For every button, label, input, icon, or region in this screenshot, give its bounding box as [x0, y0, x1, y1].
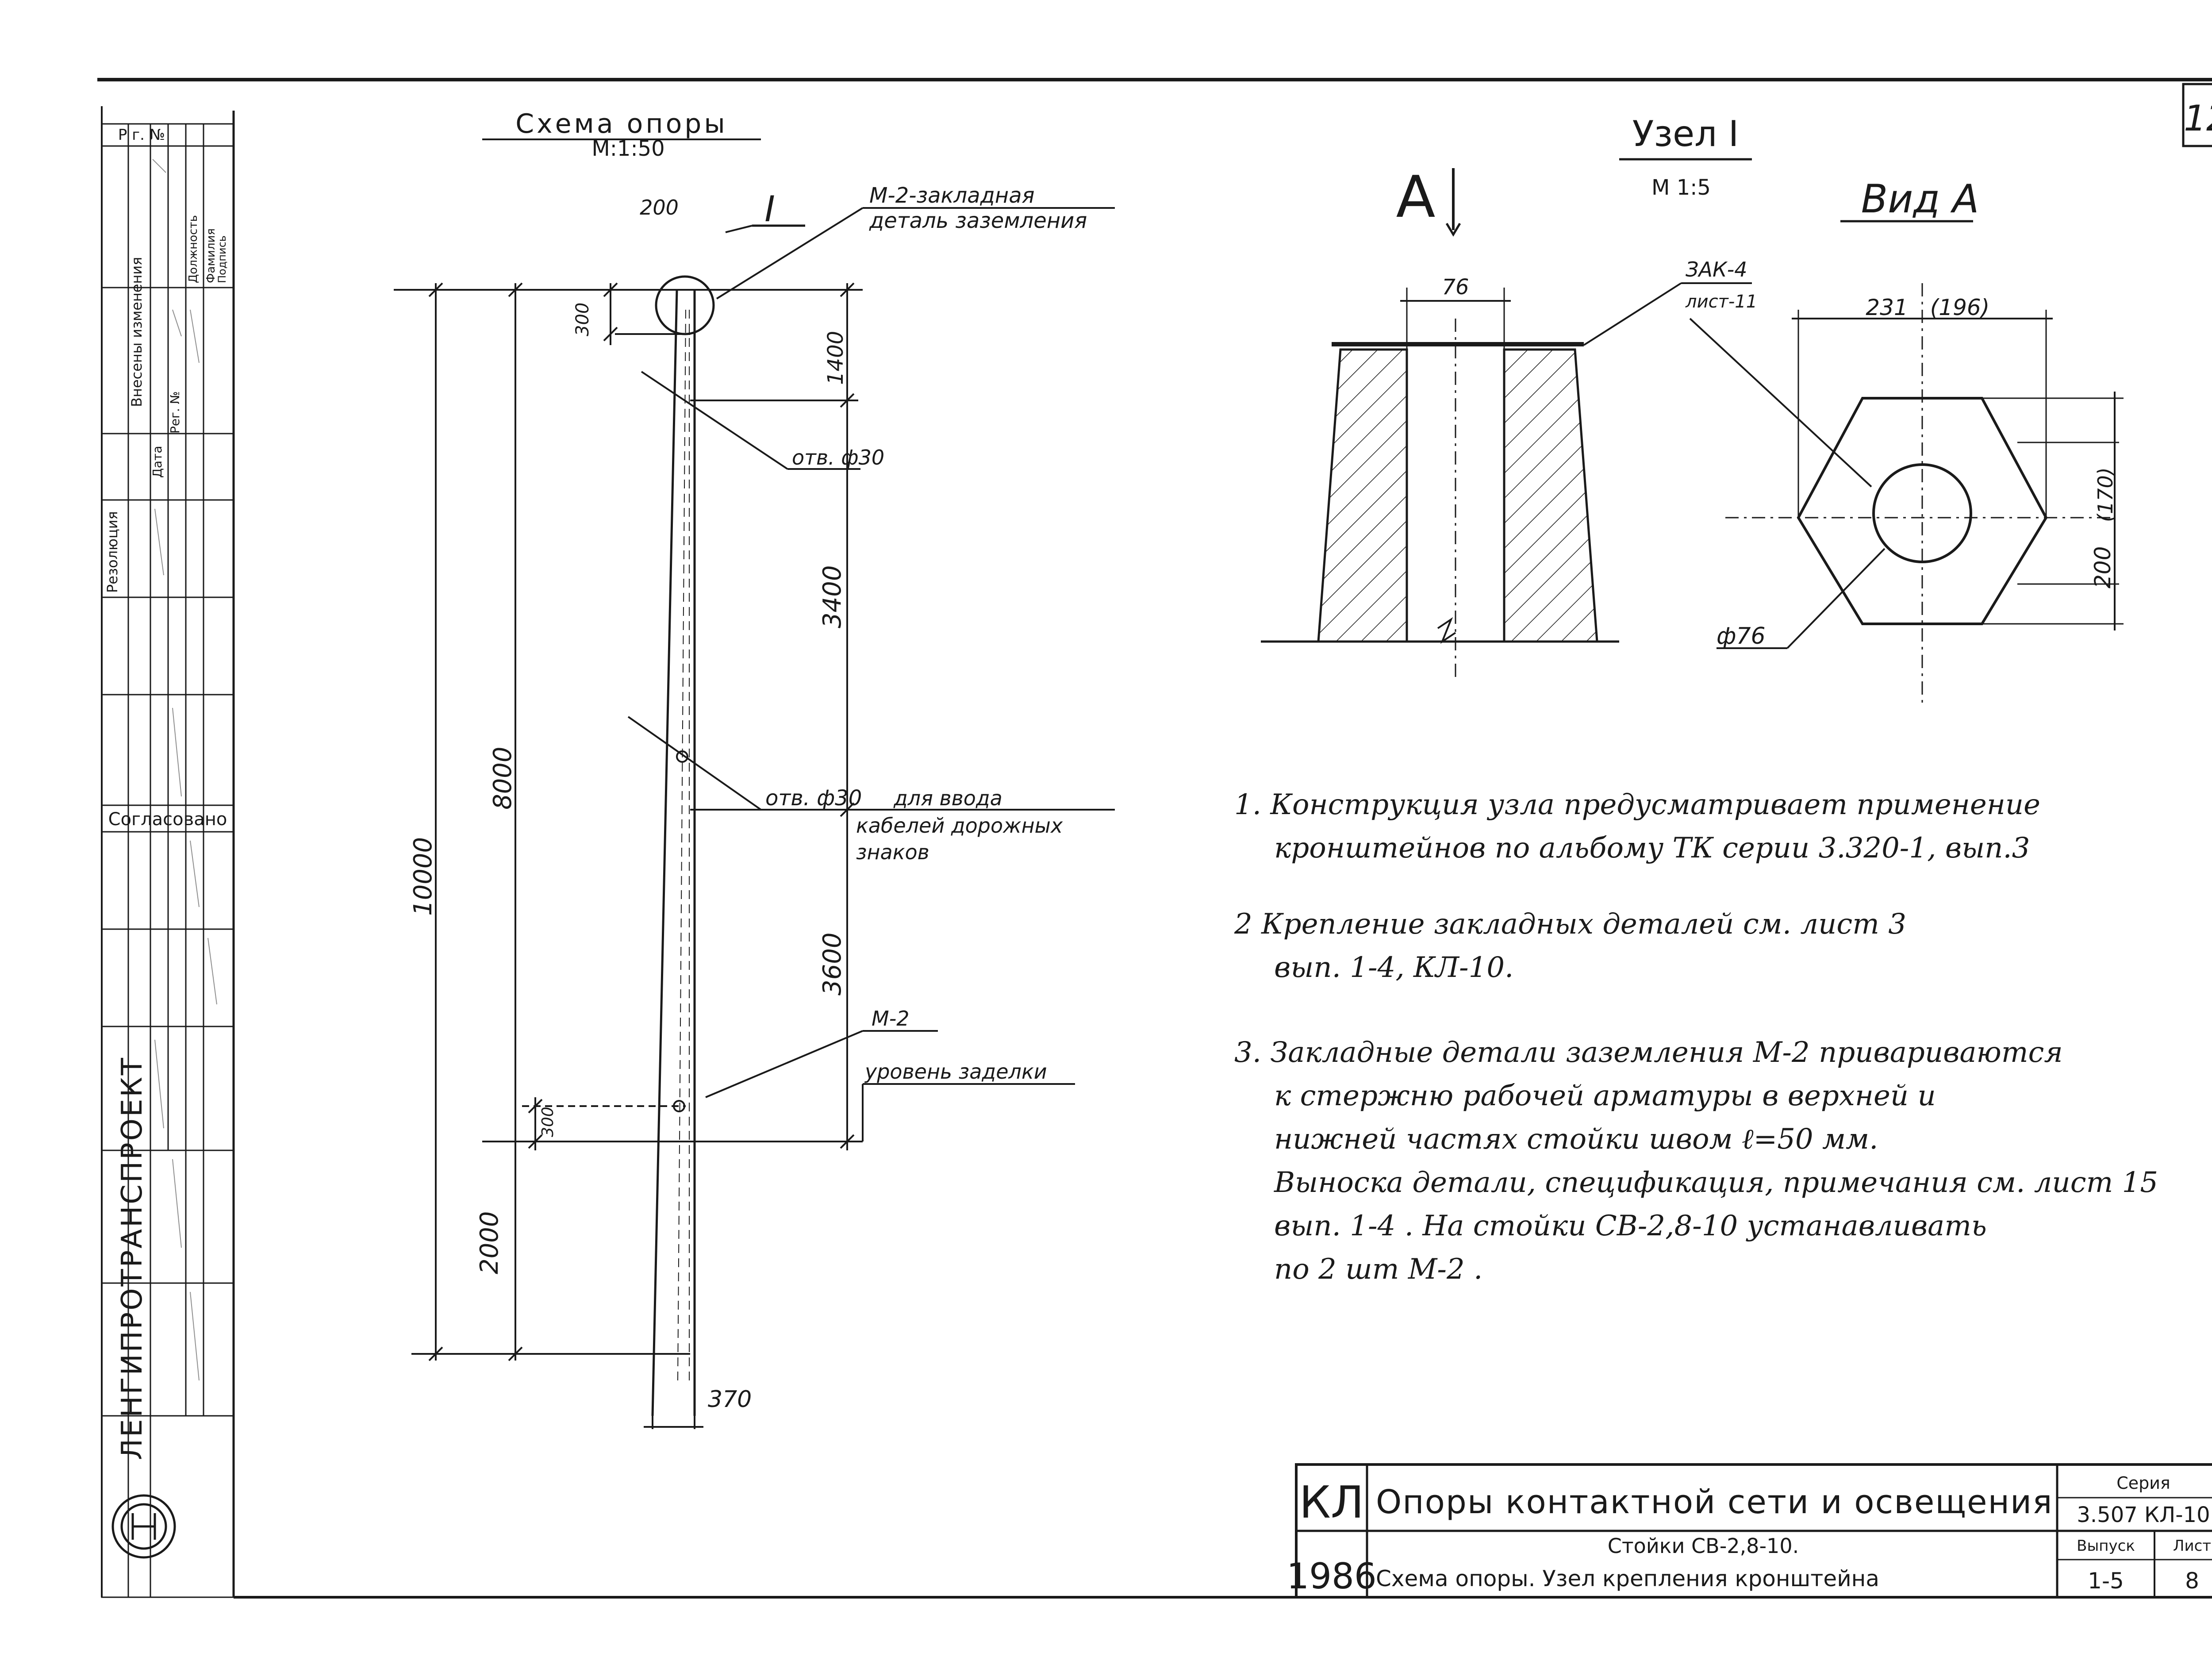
dim-300-top: 300: [572, 303, 593, 336]
embed-level: уровень заделки: [864, 1060, 1047, 1084]
callout-m2-bottom: М-2: [872, 1007, 910, 1030]
stamp-col-resolution: Резолюция: [104, 511, 121, 593]
title-code: КЛ: [1299, 1476, 1364, 1528]
pole-scheme: Схема опоры М:1:50: [394, 108, 1115, 1429]
page-number: 12: [2184, 98, 2212, 139]
dim-2000: 2000: [475, 1211, 504, 1274]
stamp-col-signature: Подпись: [216, 235, 228, 283]
note-3: 3. Закладные детали заземления М-2 прива…: [1234, 1031, 2212, 1291]
pole-scheme-scale: М:1:50: [591, 136, 664, 161]
hole-lower-purpose-3: знаков: [856, 840, 929, 864]
view-a-hexagon: [1689, 283, 2124, 703]
note-1-line-2: кронштейнов по альбому ТК серии 3.320-1,…: [1274, 832, 2030, 865]
callout-m2-top-2: деталь заземления: [869, 208, 1087, 233]
node-scale: М 1:5: [1651, 175, 1711, 200]
dim-10000: 10000: [409, 837, 438, 916]
note-2-line-2: вып. 1-4, КЛ-10.: [1274, 951, 1514, 984]
hole-upper: отв. ф30: [792, 446, 884, 469]
hole-lower-purpose-2: кабелей дорожных: [856, 814, 1063, 838]
node-section: [1261, 288, 1619, 681]
side-stamp: Р г. № Внесены изменения Дата Рег. № Дол…: [101, 123, 234, 1598]
issue-label: Выпуск: [2077, 1537, 2135, 1555]
dim-3400: 3400: [818, 565, 847, 628]
note-1-line-1: 1. Конструкция узла предусматривает прим…: [1234, 788, 2040, 821]
title-subtitle-2: Схема опоры. Узел крепления кронштейна: [1376, 1566, 1879, 1591]
stamp-header: Р г. №: [118, 126, 165, 144]
note-2-line-1: 2 Крепление закладных деталей см. лист 3: [1234, 908, 1906, 941]
callout-m2-top-1: М-2-закладная: [869, 183, 1034, 208]
note-3-line-4: Выноска детали, спецификация, примечания…: [1274, 1166, 2158, 1199]
stamp-col-reg: Рег. №: [168, 391, 182, 434]
dim-196: (196): [1930, 295, 1989, 320]
org-logo: [111, 1494, 176, 1559]
series-value: 3.507 КЛ-10: [2077, 1503, 2210, 1527]
dim-231: 231: [1866, 295, 1908, 320]
dim-300-bottom: 300: [539, 1107, 557, 1137]
sheet-value: 8: [2185, 1568, 2199, 1594]
node-title: Узел I: [1632, 113, 1739, 154]
note-3-line-3: нижней частях стойки швом ℓ=50 мм.: [1274, 1123, 1878, 1156]
stamp-col-position: Должность: [187, 215, 200, 283]
series-label: Серия: [2116, 1473, 2170, 1493]
node-marker: I: [764, 188, 775, 230]
dim-8000: 8000: [488, 746, 517, 810]
note-3-line-5: вып. 1-4 . На стойки СВ-2,8-10 устанавли…: [1274, 1210, 1987, 1242]
note-3-line-6: по 2 шт М-2 .: [1274, 1253, 1483, 1286]
stamp-col-date: Дата: [150, 446, 165, 478]
stamp-org-name: ЛЕНГИПРОТРАНСПРОЕКТ: [116, 1056, 149, 1460]
pole-shaft: [651, 275, 715, 1416]
dim-bottom-width: 370: [708, 1386, 752, 1413]
callout-zak-1: ЗАК-4: [1686, 258, 1747, 281]
section-mark: А: [1396, 163, 1436, 231]
node-detail: Узел I М 1:5 А Вид А 76 ЗАК-4 лис: [1261, 113, 2124, 703]
note-2: 2 Крепление закладных деталей см. лист 3…: [1234, 903, 2212, 989]
dim-200: 200: [2090, 546, 2116, 588]
stamp-agreed: Согласовано: [108, 809, 227, 830]
issue-value: 1-5: [2088, 1568, 2124, 1594]
title-block: КЛ 1986 Опоры контактной сети и освещени…: [1286, 1463, 2212, 1599]
pole-scheme-title: Схема опоры: [515, 108, 728, 139]
stamp-col-changes: Внесены изменения: [128, 257, 145, 407]
title-subtitle-1: Стойки СВ-2,8-10.: [1608, 1534, 1799, 1558]
hole-lower-purpose-1: для ввода: [893, 786, 1002, 810]
title-year: 1986: [1286, 1556, 1377, 1597]
dim-170: (170): [2093, 467, 2117, 522]
dim-3600: 3600: [818, 932, 847, 996]
dia-76: ф76: [1717, 623, 1766, 650]
dim-1400: 1400: [823, 331, 848, 385]
sheet-label: Лист: [2173, 1537, 2211, 1555]
dim-76: 76: [1442, 275, 1469, 300]
title-main: Опоры контактной сети и освещения: [1376, 1483, 2053, 1521]
stamp-col-surname: Фамилия: [204, 228, 218, 283]
note-3-line-1: 3. Закладные детали заземления М-2 прива…: [1234, 1036, 2063, 1069]
view-label: Вид А: [1861, 176, 1979, 222]
hole-lower: отв. ф30: [765, 786, 862, 811]
note-1: 1. Конструкция узла предусматривает прим…: [1234, 783, 2212, 870]
note-3-line-2: к стержню рабочей арматуры в верхней и: [1274, 1080, 1936, 1112]
dim-top-width: 200: [640, 196, 679, 219]
callout-zak-2: лист-11: [1685, 292, 1757, 312]
page-number-box: 12: [2182, 83, 2212, 147]
